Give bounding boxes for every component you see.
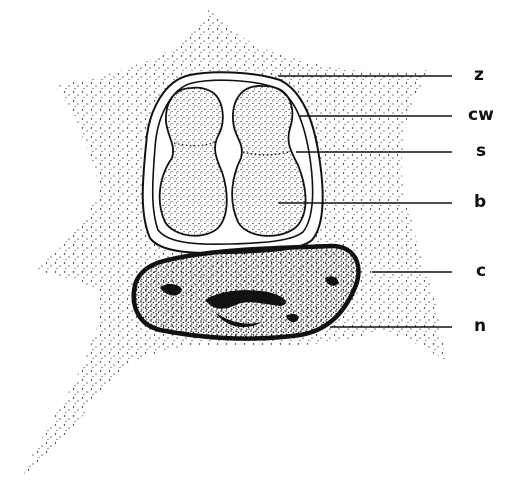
label-b: b — [474, 194, 486, 211]
label-c: c — [476, 263, 486, 280]
label-s: s — [476, 143, 486, 160]
bacteroid-left — [160, 88, 227, 236]
label-z: z — [474, 67, 484, 84]
label-n: n — [474, 318, 486, 335]
label-cw: cw — [468, 107, 494, 124]
